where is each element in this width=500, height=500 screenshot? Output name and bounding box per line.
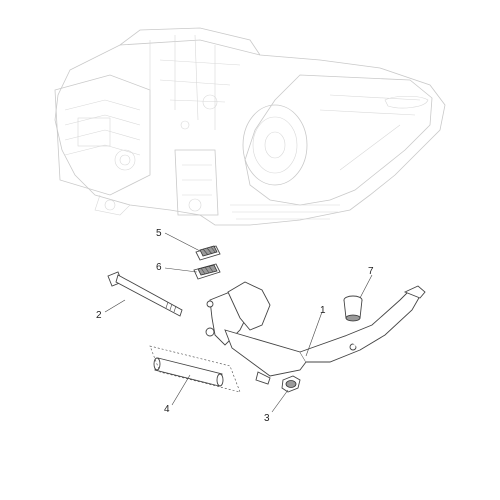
part-2-bolt (107, 271, 183, 317)
part-3-nut (281, 375, 301, 393)
engine-ghost-outline (54, 27, 446, 226)
part-7-rubber-buffer (343, 295, 363, 322)
callout-3: 3 (264, 413, 270, 424)
part-4-pin (149, 345, 241, 393)
callout-6: 6 (156, 262, 162, 273)
callout-5: 5 (156, 228, 162, 239)
callout-7: 7 (368, 266, 374, 277)
callout-2: 2 (96, 310, 102, 321)
part-6-spring (193, 263, 221, 280)
callout-1: 1 (320, 305, 326, 316)
part-5-spring (195, 245, 221, 261)
leader-lines (104, 232, 373, 413)
callout-4: 4 (164, 404, 170, 415)
part-1-center-stand (205, 281, 426, 385)
